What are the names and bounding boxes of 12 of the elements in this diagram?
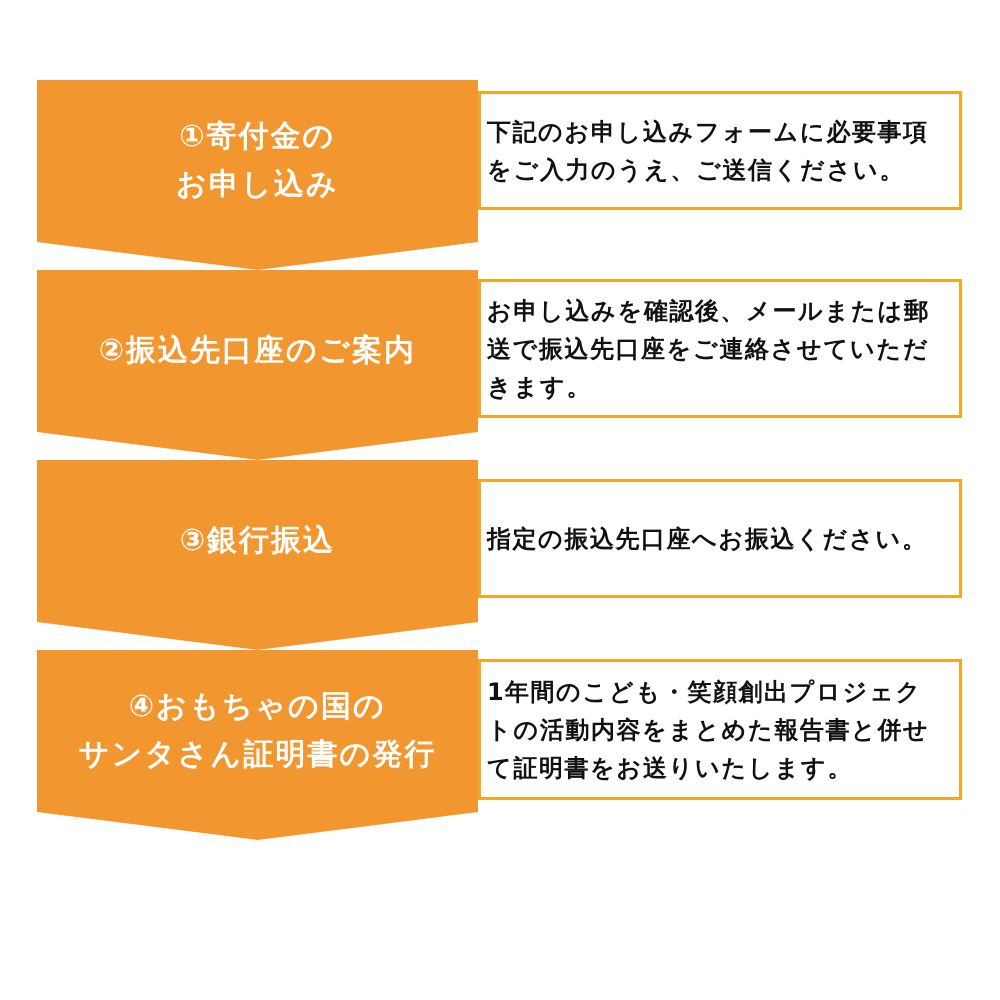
step-title: ③銀行振込 — [180, 522, 336, 560]
info-box — [478, 279, 962, 418]
step-title: ②振込先口座のご案内 — [98, 332, 416, 370]
description-text: 指定の振込先口座へお振込ください。 — [487, 524, 928, 554]
step-title: ④おもちゃの国のサンタさん証明書の発行 — [78, 688, 436, 774]
step-title: ①寄付金のお申し込み — [176, 118, 339, 204]
info-box — [478, 91, 962, 210]
description-text: 1年間のこども・笑顔創出プロジェクトの活動内容をまとめた報告書と併せて証明書をお送りいたします。 — [487, 676, 930, 784]
info-box — [478, 659, 962, 800]
description-text: お申し込みを確認後、メールまたは郵送で振込先口座をご連絡させていただきます。 — [487, 296, 930, 402]
description-text: 下記のお申し込みフォームに必要事項をご入力のうえ、ご送信ください。 — [487, 116, 930, 186]
info-box — [478, 479, 962, 598]
